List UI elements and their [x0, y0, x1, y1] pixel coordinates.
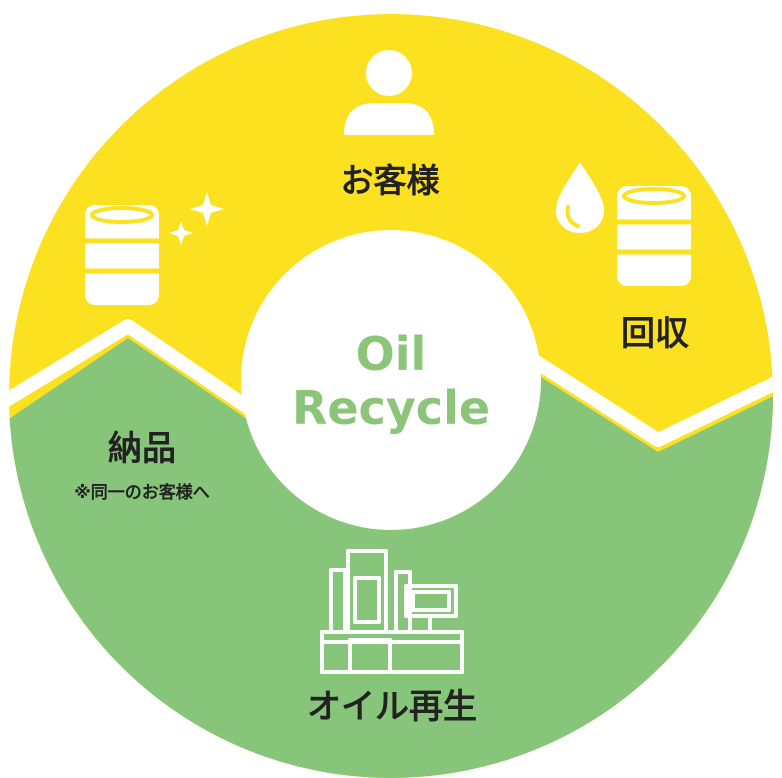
regeneration-label: オイル再生	[307, 687, 477, 727]
clean-oil-drum-icon	[85, 205, 159, 305]
center-title-line1: Oil	[356, 327, 427, 381]
recycling-machine-icon	[320, 549, 464, 674]
oil-drum-icon	[617, 186, 691, 286]
person-icon	[344, 50, 434, 135]
customer-label: お客様	[341, 161, 441, 200]
delivery-note: ※同一のお客様へ	[74, 482, 210, 503]
collection-label: 回収	[621, 314, 689, 354]
center-title-line2: Recycle	[292, 381, 490, 435]
separator-left	[9, 319, 254, 415]
green-segment	[9, 338, 773, 778]
delivery-label: 納品	[108, 429, 176, 469]
sparkle-icon	[169, 192, 224, 245]
center-circle	[241, 230, 541, 530]
oil-drop-icon	[556, 162, 604, 233]
